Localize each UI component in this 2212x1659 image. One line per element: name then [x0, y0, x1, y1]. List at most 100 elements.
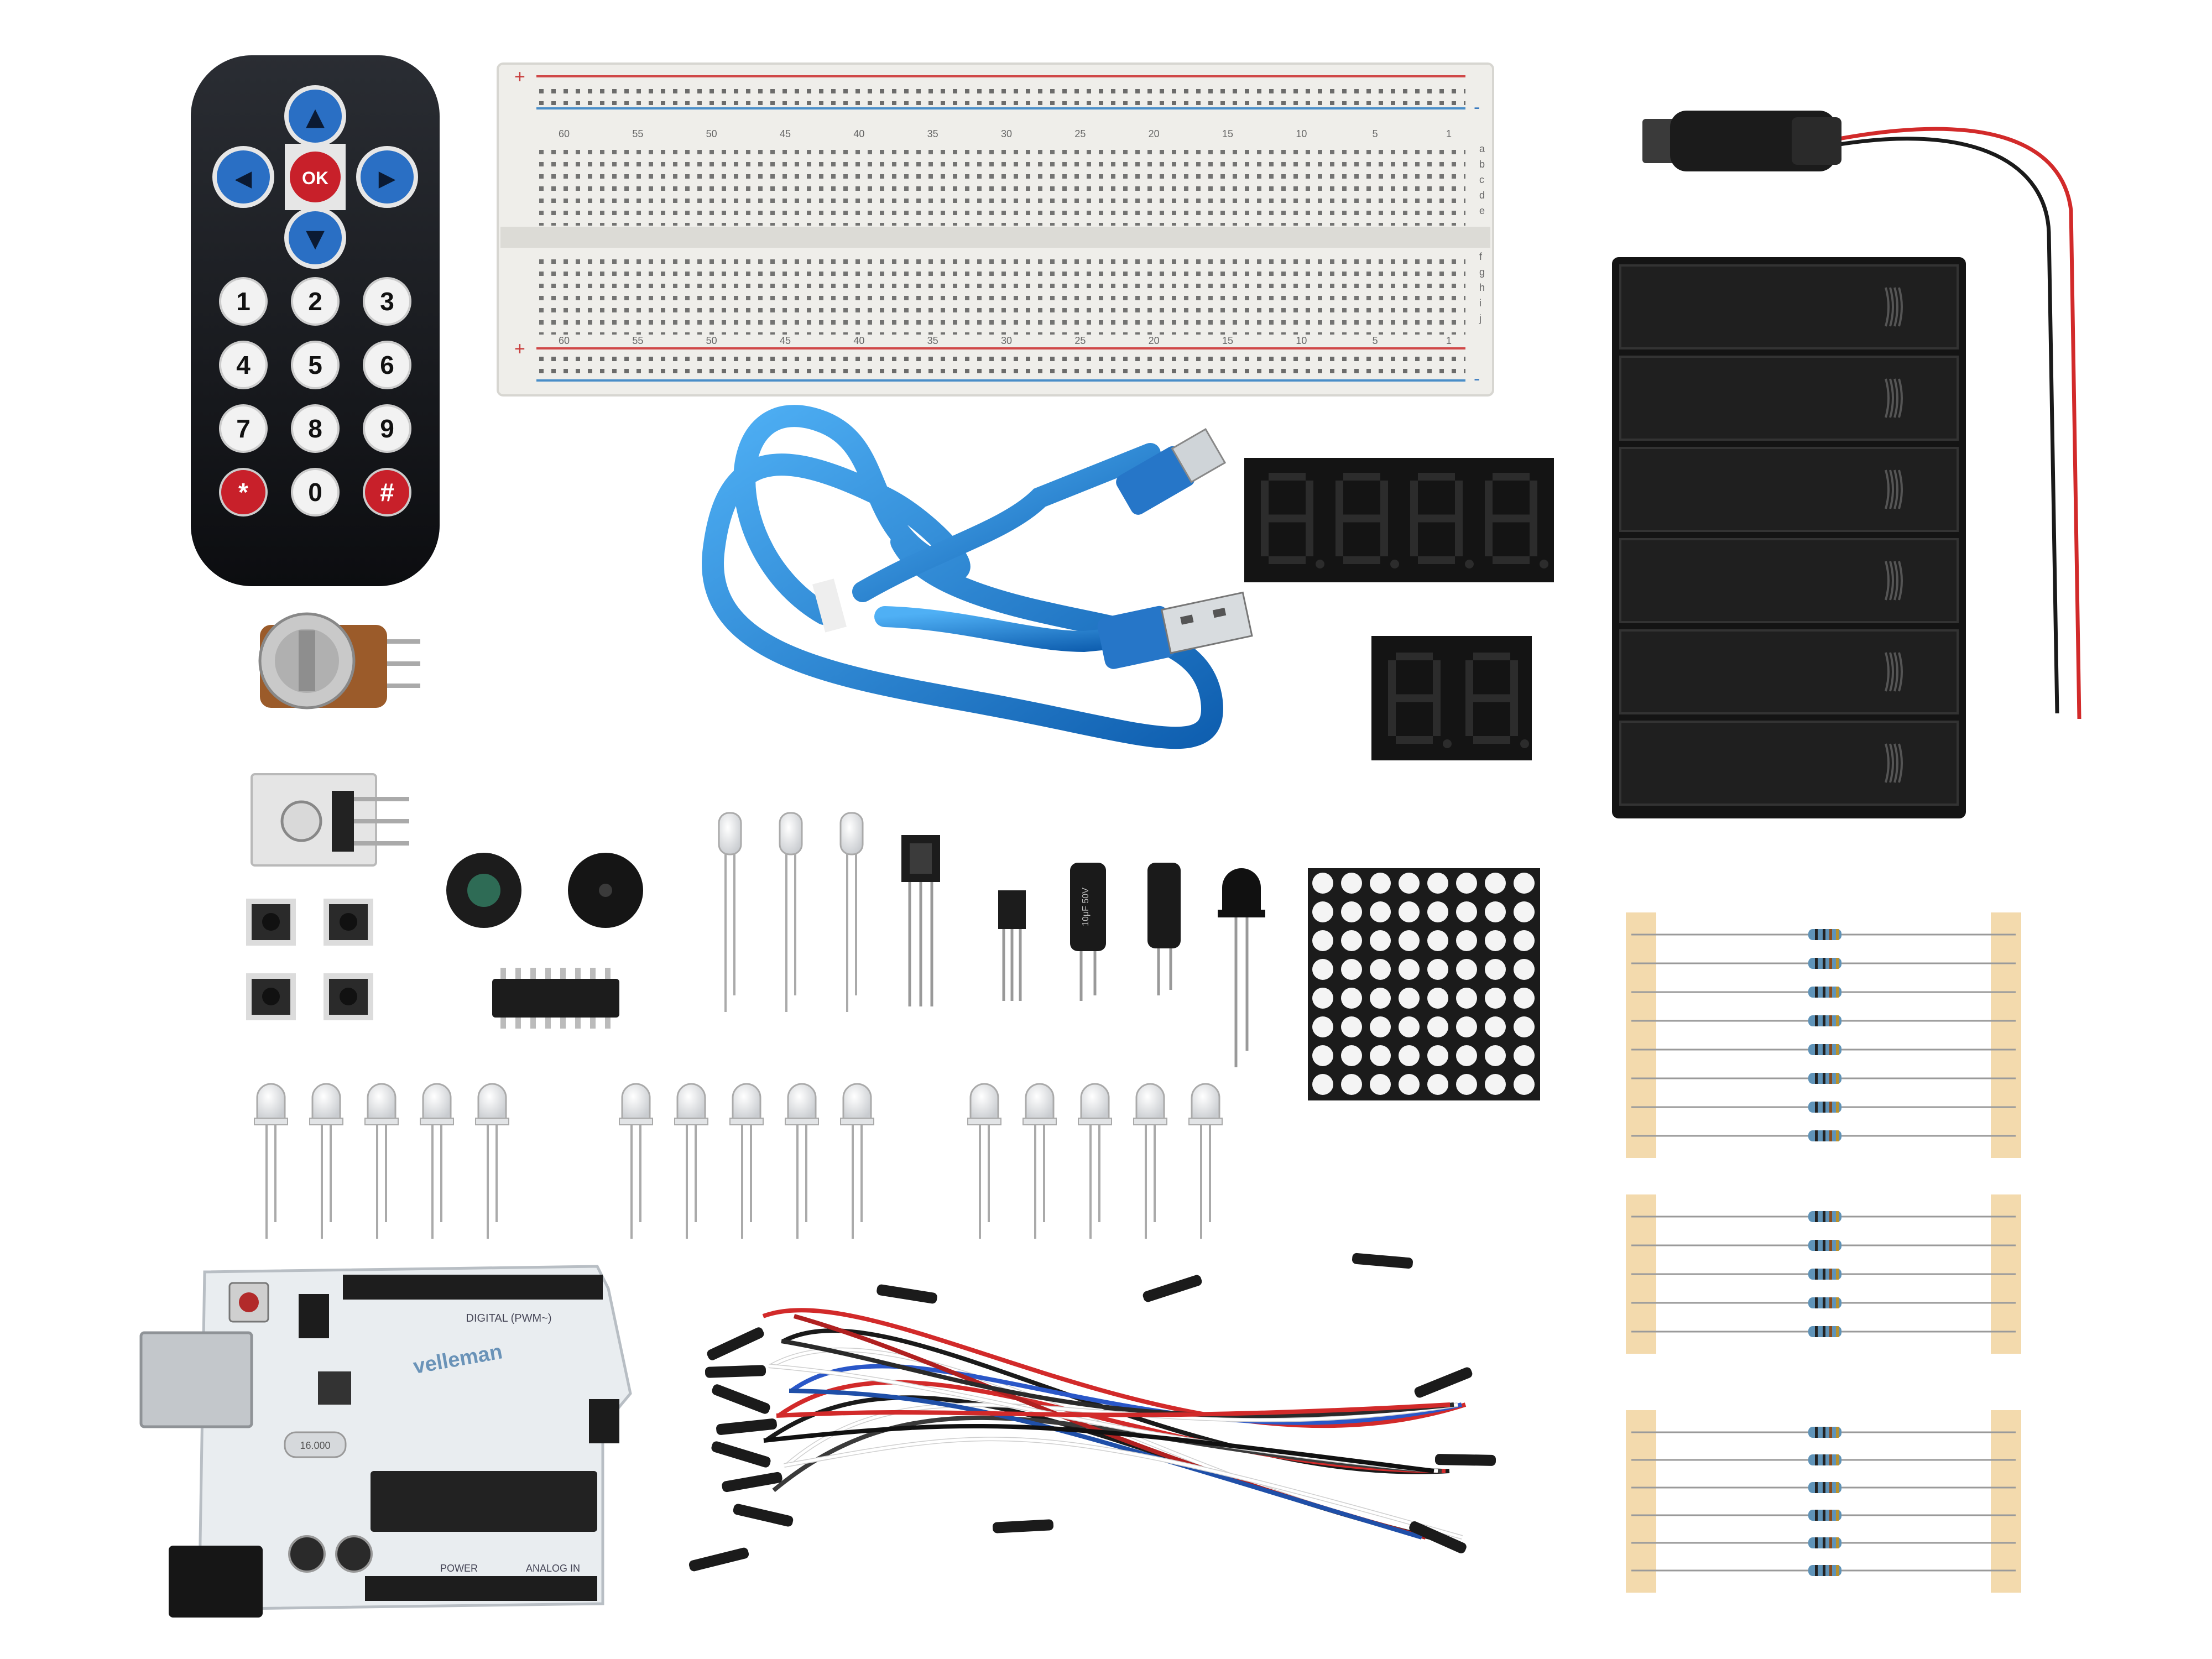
decimal-point [1465, 560, 1474, 568]
matrix-led [1514, 1016, 1535, 1037]
matrix-led [1370, 1074, 1391, 1095]
column-number: 20 [1149, 335, 1160, 346]
rail-plus-label-bottom: + [514, 338, 525, 359]
matrix-led [1312, 1074, 1333, 1095]
segment [1485, 518, 1493, 556]
keypad-button[interactable] [363, 341, 411, 389]
column-number: 5 [1373, 335, 1378, 346]
matrix-led [1485, 959, 1506, 980]
led-icon [969, 1083, 999, 1121]
transistor [998, 890, 1026, 1001]
keypad-button[interactable] [219, 277, 268, 326]
row-letter: g [1479, 267, 1485, 278]
segment [1343, 473, 1380, 481]
segment [1493, 556, 1530, 564]
led-icon [477, 1083, 507, 1121]
resistor-tape [1626, 1410, 1656, 1593]
rail-minus-label-bottom: - [1474, 368, 1480, 389]
buzzer-active [568, 853, 643, 928]
ok-button[interactable] [285, 147, 345, 207]
led-icon [787, 1083, 817, 1121]
matrix-led [1341, 1045, 1362, 1066]
segment [1455, 481, 1463, 519]
decimal-point [1540, 560, 1548, 568]
column-number: 45 [780, 335, 791, 346]
decimal-point [1520, 739, 1529, 748]
keypad-button[interactable] [291, 277, 340, 326]
matrix-led [1485, 1016, 1506, 1037]
jumper-wire-tip [705, 1365, 766, 1378]
matrix-led [1514, 988, 1535, 1009]
column-number: 25 [1074, 128, 1086, 139]
matrix-led [1312, 930, 1333, 951]
capacitor-icon [1070, 863, 1106, 951]
row-letter: f [1479, 251, 1483, 262]
matrix-led [1399, 988, 1420, 1009]
remote-dpad: OK ▲ ▼ ◀ ▶ [212, 85, 418, 269]
matrix-led [1399, 901, 1420, 922]
matrix-led [1341, 873, 1362, 894]
keypad-button[interactable] [291, 404, 340, 453]
segment [1388, 698, 1396, 736]
matrix-led [1312, 1045, 1333, 1066]
matrix-led [1456, 959, 1477, 980]
column-number: 35 [927, 128, 938, 139]
segment [1410, 481, 1418, 519]
keypad-button[interactable] [363, 277, 411, 326]
keypad-button[interactable] [363, 468, 411, 517]
resistor-tape [1991, 912, 2021, 1158]
matrix-led [1370, 873, 1391, 894]
ir-receiver-icon [901, 835, 940, 1006]
keypad-button[interactable] [363, 404, 411, 453]
decimal-point [1316, 560, 1324, 568]
column-number: 40 [853, 335, 864, 346]
keypad-button[interactable] [291, 468, 340, 517]
segment [1493, 473, 1530, 481]
segment [1410, 518, 1418, 556]
jumper-wire-icon [790, 1364, 1462, 1425]
keypad-button-label: 6 [380, 351, 394, 379]
matrix-led [1370, 959, 1391, 980]
segment [1485, 481, 1493, 519]
matrix-led [1427, 1045, 1448, 1066]
microcontroller-board: 16.000 velleman DIGITAL (PWM~) POWER ANA… [139, 1265, 632, 1618]
matrix-led [1427, 901, 1448, 922]
led-icon [621, 1083, 651, 1121]
matrix-led [1399, 1016, 1420, 1037]
jumper-wire-tip [1409, 1521, 1467, 1553]
capacitor-label: 10μF 50V [1081, 888, 1091, 926]
led-icon [676, 1083, 706, 1121]
up-arrow-icon: ▲ [306, 103, 325, 131]
column-number: 25 [1074, 335, 1086, 346]
decimal-point [1443, 739, 1452, 748]
jumper-wire-icon [784, 1437, 1463, 1540]
capacitor-icon [1147, 863, 1181, 948]
sensor-module [251, 773, 409, 867]
dpad-left-button[interactable] [212, 146, 274, 208]
battery-slot [1619, 629, 1959, 714]
segment [1396, 736, 1433, 744]
ir-receiver [901, 835, 940, 1006]
matrix-led [1399, 959, 1420, 980]
potentiometer [258, 612, 420, 709]
capacitor-1 [1070, 863, 1106, 1001]
keypad-button-label: 4 [236, 351, 251, 379]
keypad-button[interactable] [219, 341, 268, 389]
battery-holder [1612, 257, 1966, 818]
keypad-button-label: # [380, 478, 394, 507]
matrix-led [1399, 1074, 1420, 1095]
segment [1465, 698, 1473, 736]
jumper-wire-tip [688, 1547, 749, 1572]
jumper-wire-icon [789, 1389, 1423, 1540]
power-jack-icon [169, 1546, 263, 1618]
matrix-led [1341, 1016, 1362, 1037]
keypad-button[interactable] [219, 404, 268, 453]
jumper-wire-icon [763, 1423, 1434, 1473]
jumper-wire-tip [1352, 1253, 1413, 1269]
battery-slot [1619, 721, 1959, 806]
ic-pins [500, 968, 611, 1029]
keypad-button[interactable] [219, 468, 268, 517]
dpad-right-button[interactable] [356, 146, 418, 208]
keypad-button[interactable] [291, 341, 340, 389]
